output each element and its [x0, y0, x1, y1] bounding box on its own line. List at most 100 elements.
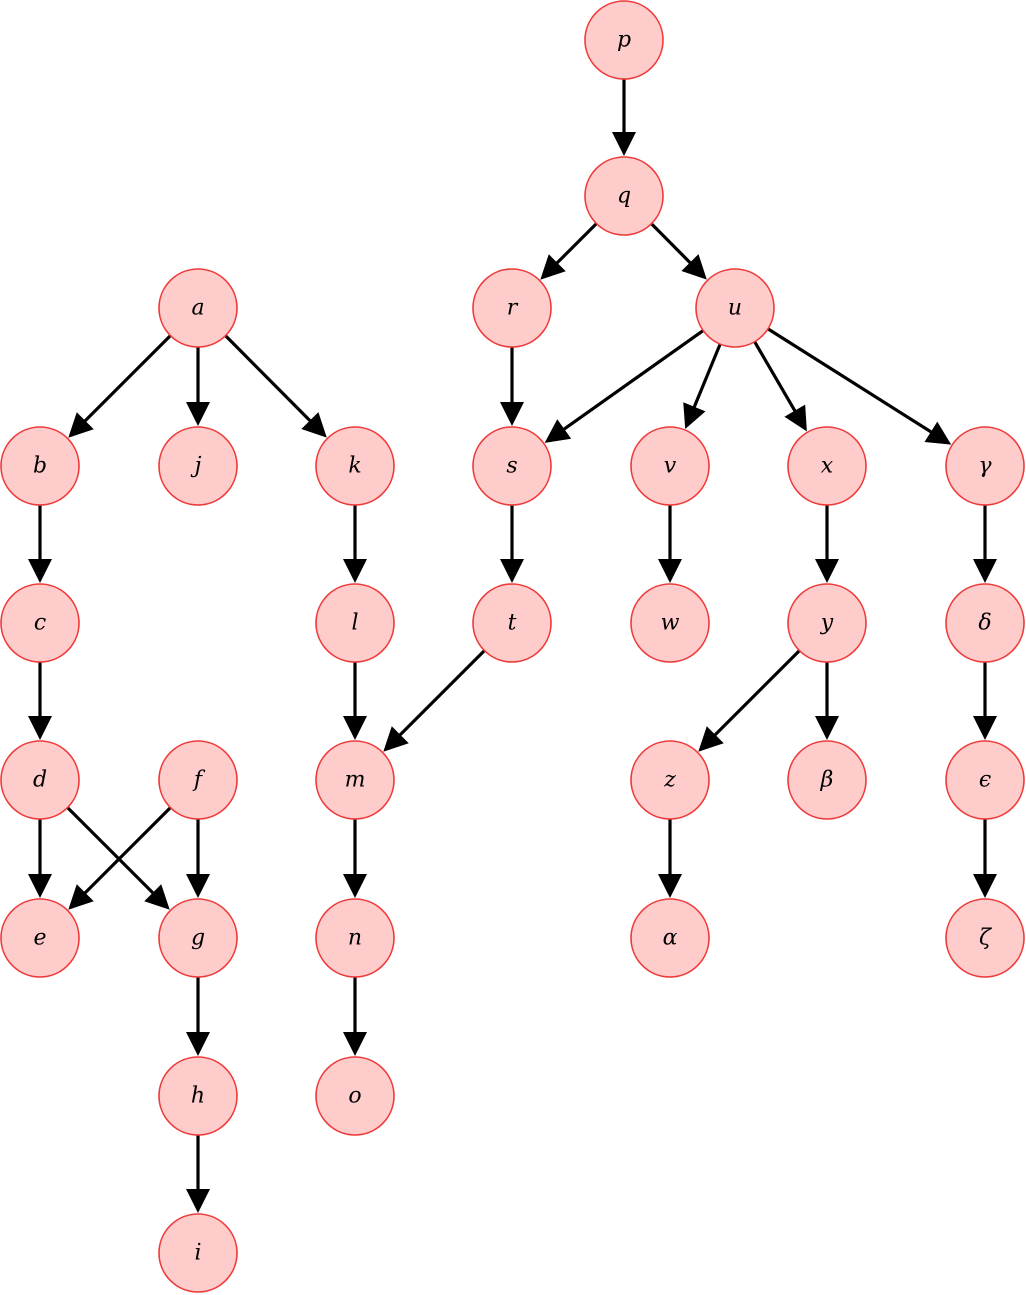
node-circle	[945, 583, 1025, 663]
edges-layer	[28, 79, 997, 1213]
edge-line	[561, 329, 705, 432]
node-label: d	[33, 768, 47, 793]
node-label: u	[728, 296, 742, 321]
node-circle	[315, 1056, 395, 1136]
arrowhead-icon	[68, 884, 94, 910]
node-c: c	[0, 583, 80, 663]
node-w: w	[630, 583, 710, 663]
arrowhead-icon	[500, 402, 524, 426]
edge-x-to-y	[815, 505, 839, 583]
edge-d-to-g	[66, 806, 170, 910]
edge-u-to-gamma	[767, 327, 952, 445]
node-circle	[787, 740, 867, 820]
edge-r-to-s	[500, 347, 524, 426]
node-circle	[0, 898, 80, 978]
arrowhead-icon	[28, 559, 52, 583]
node-u: u	[695, 268, 775, 348]
arrowhead-icon	[301, 412, 327, 438]
node-g: g	[158, 898, 238, 978]
arrowhead-icon	[658, 874, 682, 898]
arrowhead-icon	[186, 1189, 210, 1213]
edge-q-to-r	[540, 222, 598, 280]
node-circle	[630, 898, 710, 978]
node-label: c	[34, 611, 46, 636]
arrowhead-icon	[815, 716, 839, 740]
node-zeta: ζ	[945, 898, 1025, 978]
node-circle	[630, 426, 710, 506]
node-circle	[945, 898, 1025, 978]
node-label: x	[821, 454, 834, 479]
node-label: l	[351, 611, 358, 636]
node-v: v	[630, 426, 710, 506]
arrowhead-icon	[784, 404, 807, 432]
node-z: z	[630, 740, 710, 820]
node-label: δ	[978, 611, 991, 636]
node-circle	[158, 1213, 238, 1293]
edge-t-to-m	[383, 649, 486, 752]
arrowhead-icon	[540, 254, 566, 280]
node-label: e	[33, 926, 46, 951]
arrowhead-icon	[973, 559, 997, 583]
edge-z-to-alpha	[658, 819, 682, 898]
edge-l-to-m	[343, 662, 367, 740]
edge-a-to-b	[68, 334, 172, 438]
node-alpha: α	[630, 898, 710, 978]
arrowhead-icon	[28, 716, 52, 740]
edge-q-to-u	[650, 222, 707, 280]
node-circle	[158, 898, 238, 978]
node-label: m	[345, 768, 366, 793]
node-circle	[630, 583, 710, 663]
node-label: b	[33, 454, 47, 479]
node-label: t	[508, 611, 517, 636]
node-a: a	[158, 268, 238, 348]
node-circle	[315, 583, 395, 663]
edge-k-to-l	[343, 505, 367, 583]
arrowhead-icon	[815, 559, 839, 583]
node-label: o	[348, 1084, 361, 1109]
edge-p-to-q	[612, 79, 636, 156]
arrowhead-icon	[68, 412, 94, 438]
node-delta: δ	[945, 583, 1025, 663]
node-x: x	[787, 426, 867, 506]
node-j: j	[158, 426, 238, 506]
node-label: w	[661, 611, 680, 636]
node-k: k	[315, 426, 395, 506]
node-label: ζ	[979, 926, 993, 951]
node-label: ϵ	[979, 768, 991, 793]
node-m: m	[315, 740, 395, 820]
edge-u-to-v	[683, 343, 722, 430]
edge-f-to-e	[68, 806, 172, 910]
edge-v-to-w	[658, 505, 682, 583]
arrowhead-icon	[186, 1032, 210, 1056]
node-circle	[630, 740, 710, 820]
node-b: b	[0, 426, 80, 506]
edge-gamma-to-delta	[973, 505, 997, 583]
node-t: t	[472, 583, 552, 663]
node-label: y	[820, 611, 834, 636]
edge-line	[692, 343, 722, 410]
node-circle	[158, 740, 238, 820]
node-circle	[472, 583, 552, 663]
edge-epsilon-to-zeta	[973, 819, 997, 898]
node-e: e	[0, 898, 80, 978]
node-circle	[584, 156, 664, 236]
arrowhead-icon	[681, 254, 707, 280]
node-circle	[0, 583, 80, 663]
node-f: f	[158, 740, 238, 820]
edge-line	[554, 222, 598, 266]
node-label: g	[191, 926, 205, 951]
node-d: d	[0, 740, 80, 820]
node-beta: β	[787, 740, 867, 820]
node-circle	[787, 426, 867, 506]
node-gamma: γ	[945, 426, 1025, 506]
node-circle	[158, 426, 238, 506]
arrowhead-icon	[698, 726, 724, 752]
node-label: p	[617, 28, 631, 53]
node-label: β	[820, 768, 834, 793]
node-circle	[158, 268, 238, 348]
edge-d-to-e	[28, 819, 52, 898]
node-circle	[315, 426, 395, 506]
arrowhead-icon	[500, 559, 524, 583]
